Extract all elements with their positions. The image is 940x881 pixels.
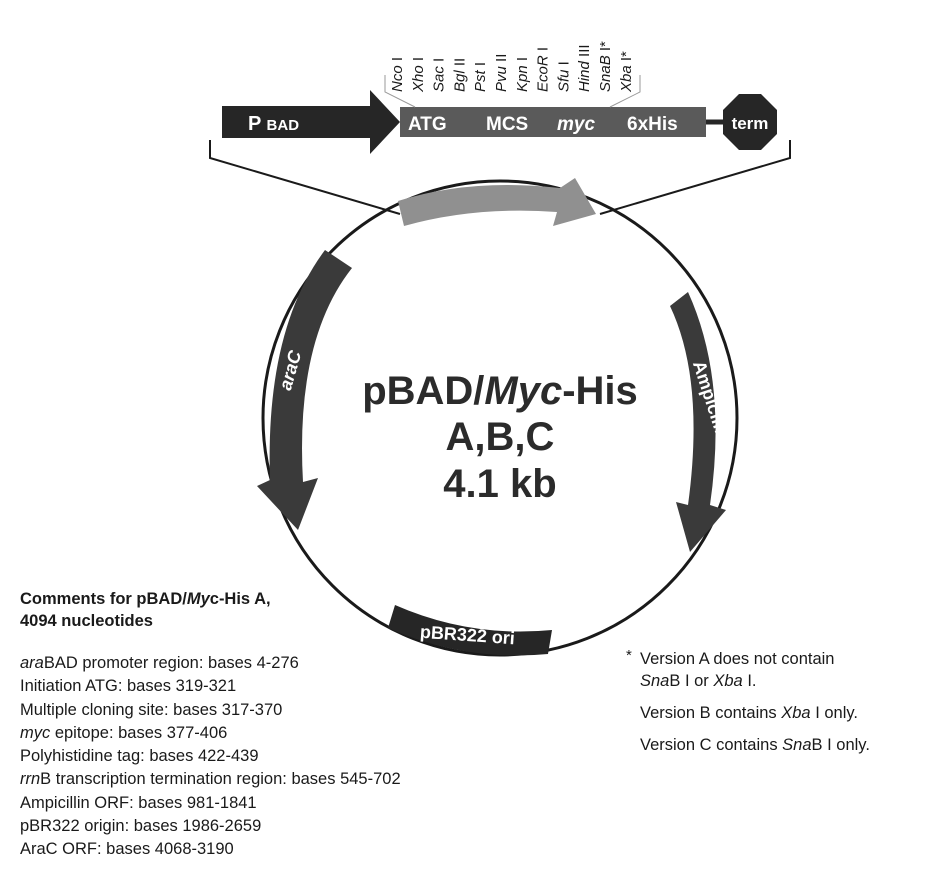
site-ecor: EcoR I [535,47,552,92]
site-bracket [384,75,416,108]
site-pst: Pst I [472,62,489,92]
comments-title: Comments for pBAD/Myc-His A, 4094 nucleo… [20,590,271,630]
plasmid-size: 4.1 kb [443,462,556,506]
site-xho: Xho I [410,57,427,93]
comment-line: araBAD promoter region: bases 4-276 [20,654,299,672]
comment-line: myc epitope: bases 377-406 [20,723,228,742]
ori-box [388,605,552,656]
site-sac: Sac I [431,58,448,92]
comment-line: AraC ORF: bases 4068-3190 [20,840,234,859]
mcs-bar [400,107,706,137]
atg-label: ATG [408,114,447,135]
note-version-b: Version B contains Xba I only. [640,704,858,722]
asterisk: * [626,647,632,664]
terminator-octagon [723,94,777,150]
comment-line: rrnB transcription termination region: b… [20,770,401,789]
plasmid-name: pBAD/Myc-His [362,369,638,413]
site-kpn: Kpn I [514,57,531,92]
comment-line: pBR322 origin: bases 1986-2659 [20,817,262,836]
his-tag-label: 6xHis [627,114,678,135]
site-xba: Xba I* [618,51,635,93]
myc-label: myc [557,114,595,135]
site-snab: SnaB I* [597,41,614,92]
site-nco: Nco I [389,57,406,92]
pbad-promoter-arrow [222,90,400,154]
plasmid-versions: A,B,C [446,415,555,459]
mcs-label: MCS [486,114,528,135]
note-version-c: Version C contains SnaB I only. [640,736,870,754]
pbad-label: P BAD [248,113,299,135]
site-pvu: Pvu II [493,54,510,92]
comment-line: Polyhistidine tag: bases 422-439 [20,747,259,766]
comment-line: Multiple cloning site: bases 317-370 [20,700,283,719]
expression-region-arrow [398,178,596,226]
comments-block: Comments for pBAD/Myc-His A, 4094 nucleo… [20,588,580,862]
site-bgl: Bgl II [451,58,468,92]
term-label: term [732,114,769,133]
comment-line: Initiation ATG: bases 319-321 [20,677,237,696]
expression-cassette: P BAD ATG MCS myc 6xHis term [222,90,777,154]
ampicillin-arrow [670,292,726,552]
site-bracket-right [609,75,641,108]
zoom-line-right [599,140,791,215]
site-sfu: Sfu I [555,61,572,92]
arac-arrow [257,250,352,530]
zoom-line-left [209,140,401,215]
site-hind: Hind III [576,44,593,92]
comment-line: Ampicillin ORF: bases 981-1841 [20,793,257,812]
